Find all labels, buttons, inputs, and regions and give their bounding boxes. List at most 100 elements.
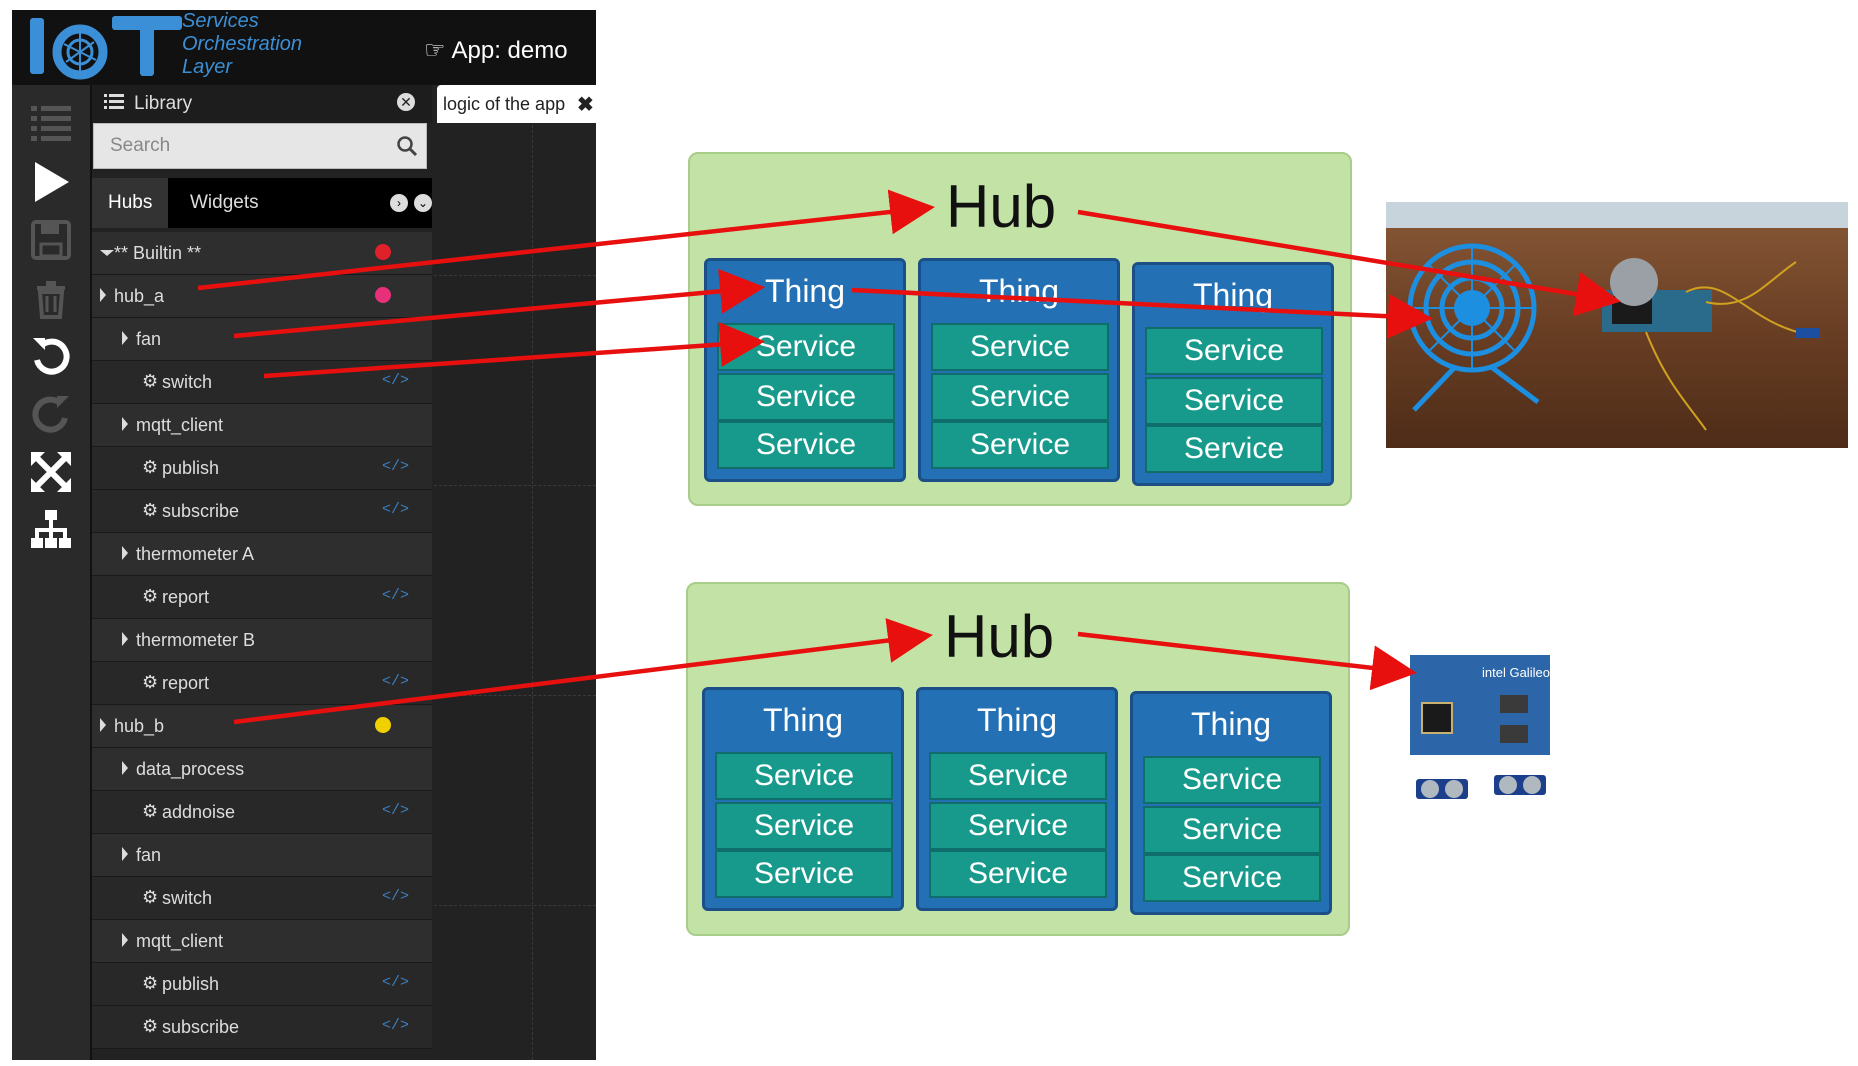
gear-icon: ⚙ <box>142 586 159 606</box>
tree-row-service[interactable]: ⚙addnoise</> <box>92 791 432 834</box>
tree-row-service[interactable]: ⚙report </> <box>92 662 432 705</box>
save-icon[interactable] <box>28 217 74 263</box>
gear-icon: ⚙ <box>142 672 159 692</box>
service-box: Service <box>715 850 893 898</box>
thing-title: Thing <box>976 702 1058 738</box>
code-icon[interactable]: </> <box>382 458 410 475</box>
trash-icon[interactable] <box>28 275 74 321</box>
code-icon[interactable]: </> <box>382 1017 410 1034</box>
tree-row-thing[interactable]: thermometer B <box>92 619 432 662</box>
close-library-icon[interactable]: ✕ <box>397 93 415 111</box>
caret-right-icon[interactable] <box>100 288 106 302</box>
caret-right-icon[interactable] <box>122 546 128 560</box>
tree-row-thing[interactable]: mqtt_client <box>92 920 432 963</box>
code-icon[interactable]: </> <box>382 802 410 819</box>
code-icon[interactable]: </> <box>382 372 410 389</box>
code-icon[interactable]: </> <box>382 974 410 991</box>
tree-row-label: hub_b <box>114 716 165 736</box>
fan-device-photo <box>1386 202 1848 448</box>
tree-row-thing[interactable]: fan <box>92 318 432 361</box>
service-box: Service <box>715 802 893 850</box>
tree-row-thing[interactable]: thermometer A <box>92 533 432 576</box>
tree-row-label: thermometer A <box>136 544 255 564</box>
tree-row-label: publish <box>162 458 220 478</box>
tree-row-label: report <box>162 587 210 607</box>
service-box: Service <box>1143 806 1321 854</box>
service-box: Service <box>1145 425 1323 473</box>
service-box: Service <box>715 752 893 800</box>
tree-row-service[interactable]: ⚙publish </> <box>92 963 432 1006</box>
tree-row-label: mqtt_client <box>136 415 224 435</box>
tree-row-thing[interactable]: mqtt_client <box>92 404 432 447</box>
code-icon[interactable]: </> <box>382 888 410 905</box>
caret-right-icon[interactable] <box>122 847 128 861</box>
close-tab-icon[interactable]: ✖ <box>577 94 594 116</box>
tree-row-label: ** Builtin ** <box>114 243 202 263</box>
thing-title: Thing <box>762 702 844 738</box>
thing-box: Thing Service Service Service <box>1130 691 1332 915</box>
tree-row-service[interactable]: ⚙switch</> <box>92 361 432 404</box>
tree-row-service[interactable]: ⚙report </> <box>92 576 432 619</box>
service-box: Service <box>931 421 1109 469</box>
hub-title: Hub <box>944 603 1055 670</box>
tree-row-service[interactable]: ⚙subscribe</> <box>92 1006 432 1049</box>
tree-row-label: data_process <box>136 759 245 779</box>
service-box: Service <box>717 323 895 371</box>
tree-row-service[interactable]: ⚙subscribe</> <box>92 490 432 533</box>
service-box: Service <box>1145 327 1323 375</box>
undo-icon[interactable] <box>28 333 74 379</box>
service-box: Service <box>929 802 1107 850</box>
tree-row-label: publish <box>162 974 220 994</box>
caret-down-icon[interactable] <box>100 250 114 256</box>
tab-widgets[interactable]: Widgets <box>190 192 259 213</box>
search-input[interactable] <box>94 124 384 168</box>
status-dot <box>375 717 391 733</box>
thing-title: Thing <box>978 273 1060 309</box>
list-icon <box>104 94 124 109</box>
pointing-hand-icon: ☞ <box>424 37 446 64</box>
tool-rail <box>12 85 92 1060</box>
tab-hubs[interactable]: Hubs <box>92 178 169 228</box>
caret-right-icon[interactable] <box>100 718 106 732</box>
caret-right-icon[interactable] <box>122 417 128 431</box>
code-icon[interactable]: </> <box>382 587 410 604</box>
code-icon[interactable]: </> <box>382 501 410 518</box>
library-search <box>93 123 427 169</box>
tree-row-label: addnoise <box>162 802 236 822</box>
editor-canvas[interactable] <box>434 125 596 1060</box>
chevron-right-icon[interactable]: › <box>390 194 408 212</box>
grid-line <box>434 905 596 906</box>
gear-icon: ⚙ <box>142 973 159 993</box>
caret-right-icon[interactable] <box>122 632 128 646</box>
tree-row-label: report <box>162 673 210 693</box>
search-icon[interactable] <box>396 135 418 157</box>
tree-row-thing[interactable]: data_process <box>92 748 432 791</box>
board-brand-label: intel Galileo <box>1482 665 1550 680</box>
tree-row-hub[interactable]: hub_b <box>92 705 432 748</box>
caret-right-icon[interactable] <box>122 331 128 345</box>
expand-icon[interactable] <box>28 449 74 495</box>
code-icon[interactable]: </> <box>382 673 410 690</box>
thing-title: Thing <box>764 273 846 309</box>
tree-row-service[interactable]: ⚙switch</> <box>92 877 432 920</box>
thing-title: Thing <box>1192 277 1274 313</box>
tree-row-hub[interactable]: ** Builtin ** <box>92 232 432 275</box>
play-icon[interactable] <box>28 159 74 205</box>
caret-right-icon[interactable] <box>122 761 128 775</box>
gear-icon: ⚙ <box>142 457 159 477</box>
service-box: Service <box>931 373 1109 421</box>
chevron-down-icon[interactable]: ⌄ <box>414 194 432 212</box>
tab-logic-of-the-app[interactable]: logic of the app ✖ <box>437 85 596 123</box>
tree-row-label: switch <box>162 888 213 908</box>
hierarchy-icon[interactable] <box>28 507 74 553</box>
redo-icon[interactable] <box>28 391 74 437</box>
service-box: Service <box>929 752 1107 800</box>
status-dot <box>375 287 391 303</box>
tree-row-thing[interactable]: fan <box>92 834 432 877</box>
tree-row-hub[interactable]: hub_a <box>92 275 432 318</box>
tree-row-service[interactable]: ⚙publish </> <box>92 447 432 490</box>
service-box: Service <box>931 323 1109 371</box>
list-icon[interactable] <box>28 99 74 145</box>
caret-right-icon[interactable] <box>122 933 128 947</box>
thing-box: Thing Service Service Service <box>1132 262 1334 486</box>
